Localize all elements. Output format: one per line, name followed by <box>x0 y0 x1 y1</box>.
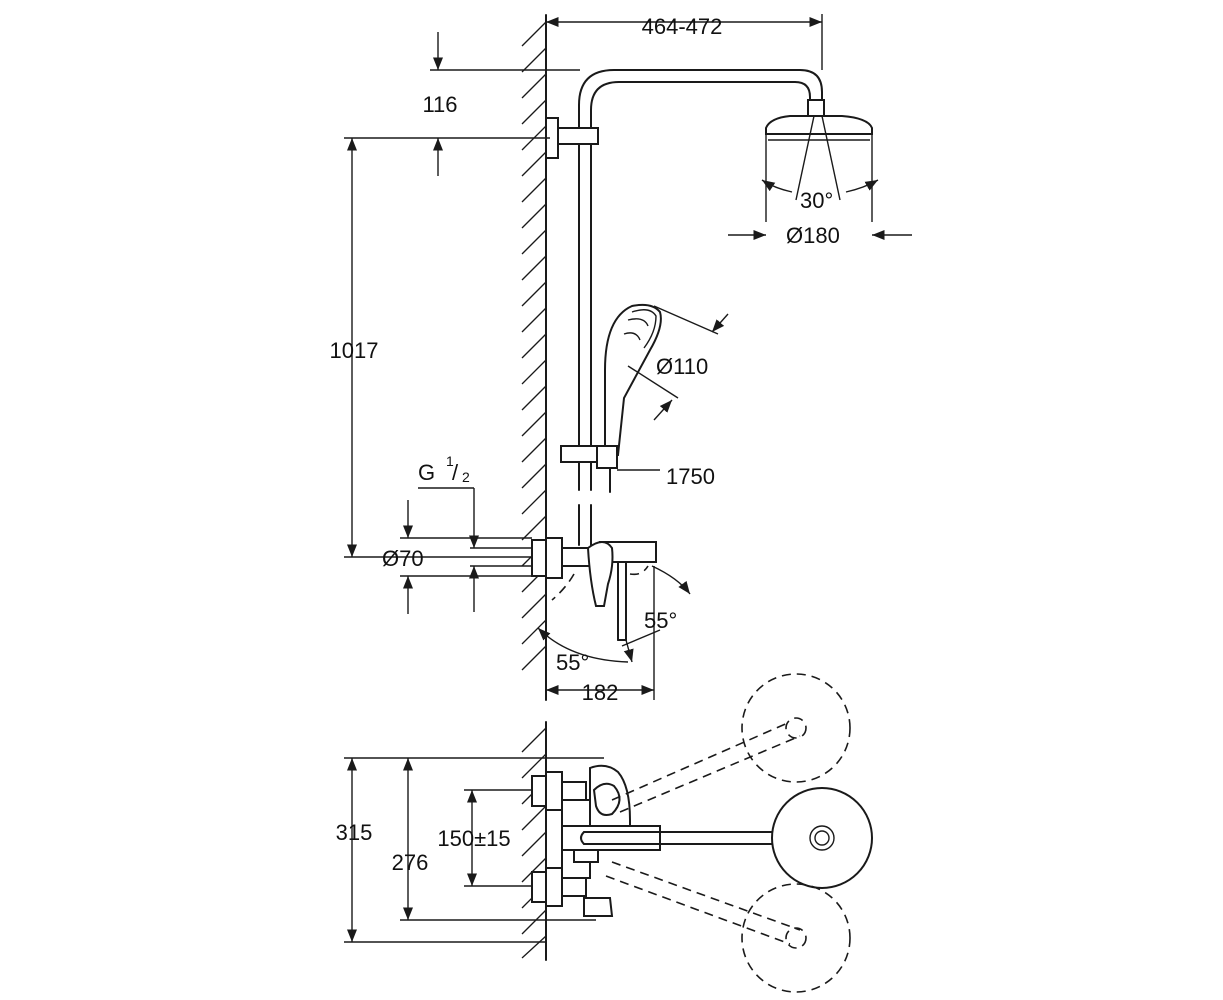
dim-projection <box>546 566 655 700</box>
plan-head-shower <box>771 787 873 889</box>
label-arm-height: 116 <box>422 92 457 117</box>
dim-arm-height <box>344 32 580 176</box>
hand-shower <box>560 303 662 493</box>
dim-escutcheon <box>400 500 532 614</box>
label-thread-slash: / <box>452 460 459 485</box>
label-thread-numerator: 1 <box>446 453 454 469</box>
dim-hand-shower-diameter <box>627 305 729 421</box>
shower-rail <box>545 69 823 491</box>
rail-bottom <box>578 504 592 546</box>
plan-view: 315 276 150±15 <box>336 673 873 993</box>
label-hose-length: 1750 <box>666 464 715 489</box>
label-thread-denominator: 2 <box>462 469 470 485</box>
label-arm-length: 464-472 <box>642 14 723 39</box>
label-spout-angle-right: 55° <box>644 608 677 633</box>
dim-outer-width <box>400 758 596 921</box>
label-projection: 182 <box>582 680 619 705</box>
side-elevation-view: 464-472 116 1017 G 1 / 2 Ø70 55° 55° 182… <box>330 14 912 705</box>
label-thread: G <box>418 460 435 485</box>
label-total-width: 315 <box>336 820 373 845</box>
plan-spout <box>561 825 821 851</box>
wall-hatching <box>521 14 547 701</box>
dim-arm-length <box>546 14 823 70</box>
dim-total-width <box>344 757 604 943</box>
label-outer-width: 276 <box>392 850 429 875</box>
label-spout-angle-left: 55° <box>556 650 589 675</box>
mixer-valve <box>531 537 657 641</box>
label-spray-angle: 30° <box>800 188 833 213</box>
dim-centers <box>464 789 532 887</box>
label-escutcheon: Ø70 <box>382 546 424 571</box>
dim-spout-angles <box>537 565 691 663</box>
label-rail-height: 1017 <box>330 338 379 363</box>
plan-swivel-positions <box>605 673 851 993</box>
dim-rail-height <box>344 138 532 558</box>
dim-thread <box>418 487 532 612</box>
label-hand-shower-diameter: Ø110 <box>656 354 708 379</box>
label-head-diameter: Ø180 <box>786 223 840 248</box>
label-centers: 150±15 <box>437 826 510 851</box>
head-shower <box>761 99 879 222</box>
